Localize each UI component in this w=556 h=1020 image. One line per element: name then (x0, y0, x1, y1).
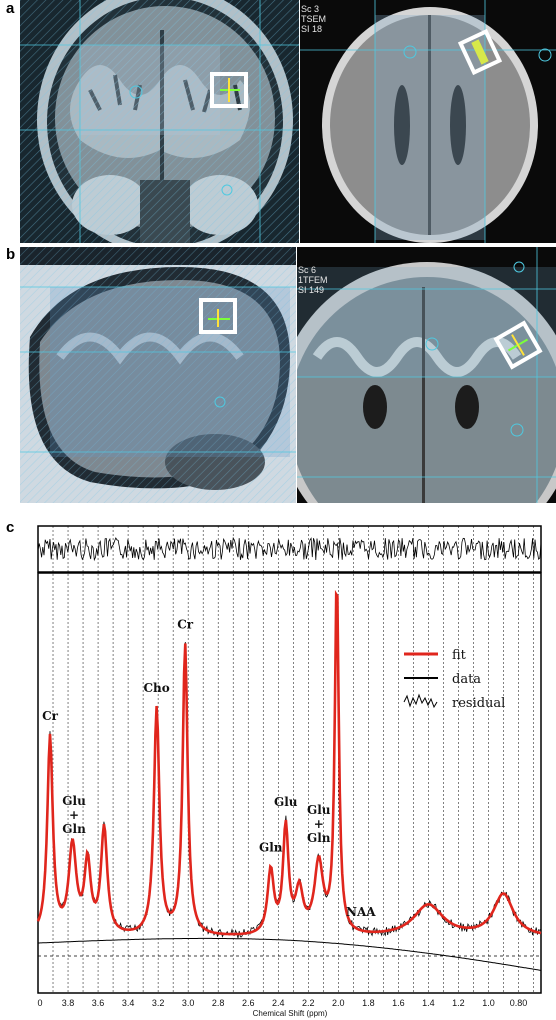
x-tick-label: 3.6 (92, 998, 105, 1008)
peak-label: Cr (42, 709, 59, 723)
overlay-line: SI 18 (301, 24, 323, 34)
x-tick-label: 3.2 (152, 998, 165, 1008)
peak-label: NAA (346, 905, 376, 919)
x-tick-label: 1.8 (362, 998, 375, 1008)
x-tick-label: 1.2 (452, 998, 465, 1008)
panel-label-a: a (6, 0, 15, 17)
x-tick-label: 3.8 (62, 998, 75, 1008)
x-tick-label: 1.0 (482, 998, 495, 1008)
overlay-line: TSEM (301, 14, 327, 24)
overlay-line: Sc 6 (298, 265, 317, 275)
x-tick-label: 3.0 (182, 998, 195, 1008)
residual-trace (37, 536, 542, 562)
legend-residual-swatch (403, 693, 438, 709)
legend: fit data residual (403, 648, 505, 711)
x-axis-title: Chemical Shift (ppm) (253, 1009, 328, 1018)
overlay-text-a: Sc 3 TSEM SI 18 (301, 4, 326, 34)
peak-label: Glu (62, 794, 86, 808)
peak-label: Cr (177, 618, 194, 632)
fit-trace (36, 589, 542, 936)
baseline-curve (38, 937, 542, 971)
vertical-gridlines (52, 526, 534, 993)
overlay-line: Sc 3 (301, 4, 320, 14)
x-tick-label: 2.8 (212, 998, 225, 1008)
overlay-text-b: Sc 6 1TFEM SI 149 (298, 265, 328, 295)
x-tick-label: 2.2 (302, 998, 315, 1008)
mri-coronal-b: Sc 6 1TFEM SI 149 (297, 247, 556, 503)
peak-label: Glu (274, 795, 298, 809)
x-tick-label: 3.4 (122, 998, 135, 1008)
x-tick-label: 2.0 (332, 998, 345, 1008)
mri-axial-a: Sc 3 TSEM SI 18 (300, 0, 556, 243)
peak-label: Gln (62, 822, 86, 836)
mri-sagittal-b-image (20, 247, 296, 503)
peak-label: + (69, 808, 79, 822)
x-tick-label: 0 (37, 998, 42, 1008)
residual-frame (37, 525, 542, 573)
panel-label-b: b (6, 246, 16, 263)
mri-coronal-b-image (297, 247, 556, 503)
legend-data-label: data (452, 672, 481, 687)
peak-label: + (314, 817, 324, 831)
mri-coronal-a (20, 0, 299, 243)
x-axis-ticks: 0 3.8 3.6 3.4 3.2 3.0 2.8 2.6 2.4 2.2 2.0 1.8 1.6 1.4… (37, 998, 527, 1008)
peak-label: Gln (307, 831, 331, 845)
panel-label-c: c (6, 519, 15, 536)
legend-fit-label: fit (452, 648, 467, 663)
peak-label: Glu (307, 803, 331, 817)
spectrum-frame (37, 572, 542, 994)
peak-label: Gln (259, 841, 283, 855)
mri-coronal-a-image (20, 0, 299, 243)
x-tick-label: 2.4 (272, 998, 285, 1008)
x-tick-label: 1.4 (422, 998, 435, 1008)
mri-axial-a-image (300, 0, 556, 243)
overlay-line: SI 149 (298, 285, 325, 295)
overlay-line: 1TFEM (298, 275, 328, 285)
legend-residual-label: residual (452, 696, 505, 711)
x-tick-label: 0.80 (510, 998, 528, 1008)
x-tick-label: 2.6 (242, 998, 255, 1008)
x-tick-label: 1.6 (392, 998, 405, 1008)
mri-sagittal-b (20, 247, 296, 503)
peak-label: Cho (143, 681, 169, 695)
